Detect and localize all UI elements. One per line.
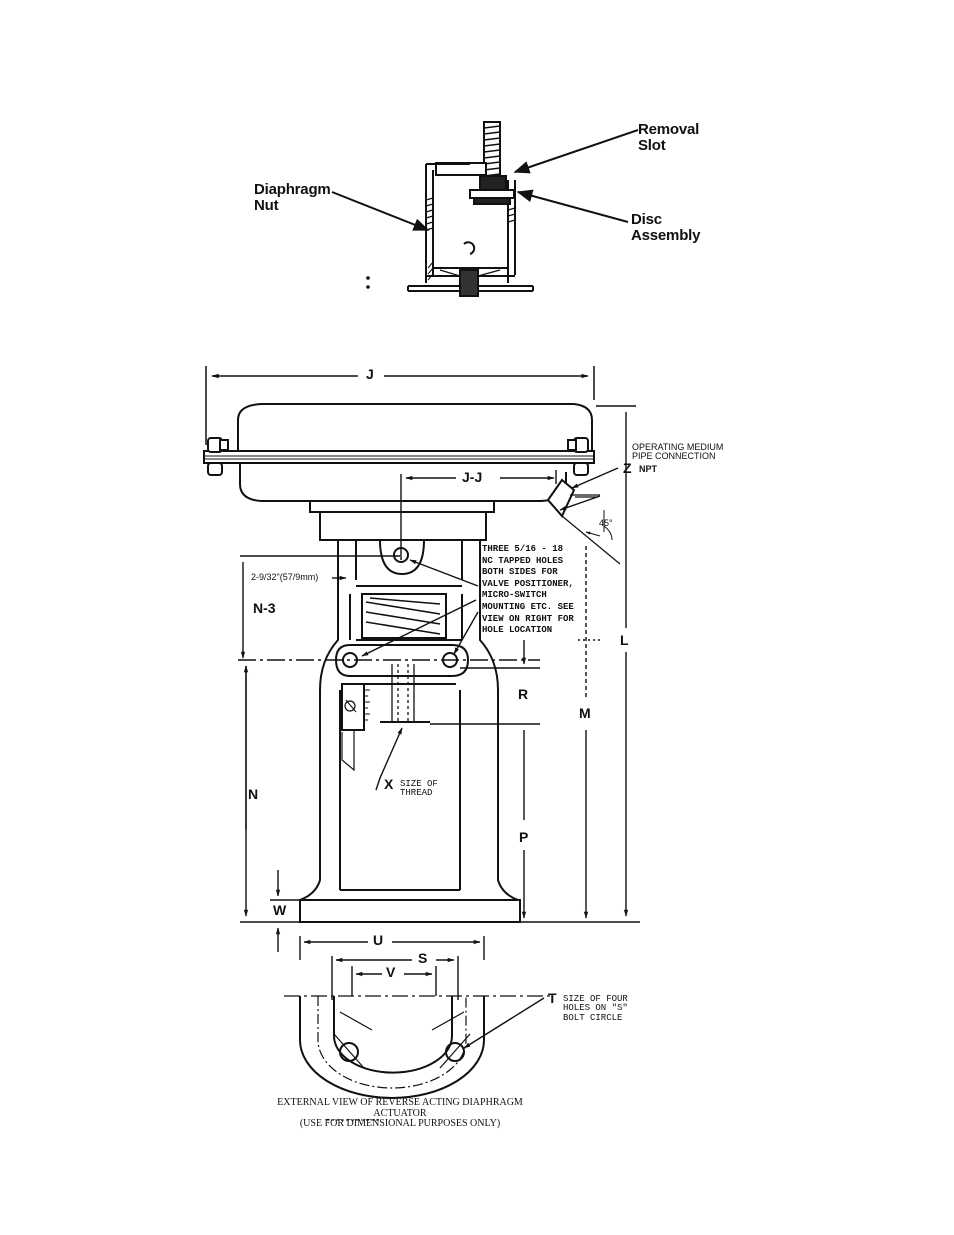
yoke-window — [349, 585, 463, 641]
upper-hole-boss — [379, 539, 425, 576]
disc-assembly-section-view — [407, 121, 534, 297]
dimension-lines — [238, 405, 640, 952]
bolt-hole-left — [339, 1042, 359, 1062]
dim-s — [331, 956, 459, 1000]
dim-t-label: T — [548, 990, 557, 1006]
npt-label: NPT — [639, 464, 657, 474]
casing-flange — [203, 450, 595, 464]
dim-n-label: N — [248, 786, 259, 802]
four-holes-note: SIZE OF FOUR HOLES ON "S" BOLT CIRCLE — [563, 994, 628, 1023]
operating-medium-note: OPERATING MEDIUM PIPE CONNECTION — [632, 442, 724, 462]
diaphragm-casing-upper — [237, 403, 593, 452]
port-opening — [463, 241, 476, 255]
yoke-hub — [309, 501, 495, 541]
dim-m-label: M — [579, 705, 591, 721]
actuator-body — [203, 366, 621, 923]
angle-label: 45° — [599, 518, 613, 528]
base-plan-view — [284, 936, 554, 1099]
dim-2-9-32-label: 2-9/32"(57/9mm) — [251, 572, 319, 582]
diaphragm-casing-lower — [239, 464, 567, 502]
spring-window — [361, 593, 447, 639]
dim-j-label: J — [366, 366, 374, 382]
dim-u-label: U — [373, 932, 384, 948]
dim-z-label: Z — [623, 460, 632, 476]
thread-note: SIZE OF THREAD — [400, 779, 438, 799]
dim-j-j — [400, 470, 557, 560]
tapped-holes-note: THREE 5/16 - 18 NC TAPPED HOLES BOTH SID… — [482, 544, 574, 636]
dim-j — [205, 366, 595, 445]
dim-r-label: R — [518, 686, 529, 702]
dim-s-label: S — [418, 950, 428, 966]
removal-slot-leader — [513, 129, 639, 174]
actuator-base — [299, 899, 521, 923]
disc-nut — [479, 175, 507, 191]
yoke-left-leg — [299, 540, 339, 901]
dim-l-label: L — [620, 632, 629, 648]
colon-mark — [366, 276, 370, 289]
dim-v — [351, 966, 437, 996]
diaphragm-nut-callout: Diaphragm Nut — [254, 181, 331, 214]
dim-x-label: X — [384, 776, 394, 792]
housing-left-wall — [425, 163, 470, 283]
disc-assembly-callout: Disc Assembly — [631, 211, 701, 244]
dim-j-j-label: J-J — [462, 469, 483, 485]
removal-slot-callout: Removal Slot — [638, 121, 700, 154]
bolt-hole-right — [445, 1042, 465, 1062]
yoke-right-leg — [479, 540, 519, 901]
top-view-leaders — [331, 129, 639, 231]
disc-assembly-leader — [516, 189, 629, 223]
valve-stem — [380, 664, 430, 723]
dim-p-label: P — [519, 829, 529, 845]
dim-n-3-label: N-3 — [253, 600, 276, 616]
stroke-indicator — [341, 683, 370, 772]
dim-u — [299, 936, 485, 960]
base-inner-outline — [333, 996, 453, 1074]
threaded-stem — [483, 121, 501, 183]
dim-v-label: V — [386, 964, 396, 980]
diaphragm-nut-leader — [331, 191, 430, 231]
base-outer-outline — [299, 996, 485, 1099]
dim-w-label: W — [273, 902, 287, 918]
pipe-connection-fitting — [546, 478, 576, 518]
figure-caption: EXTERNAL VIEW OF REVERSE ACTING DIAPHRAG… — [277, 1097, 523, 1129]
bolt-circle — [317, 996, 467, 1089]
yoke-lower-frame — [339, 683, 461, 891]
